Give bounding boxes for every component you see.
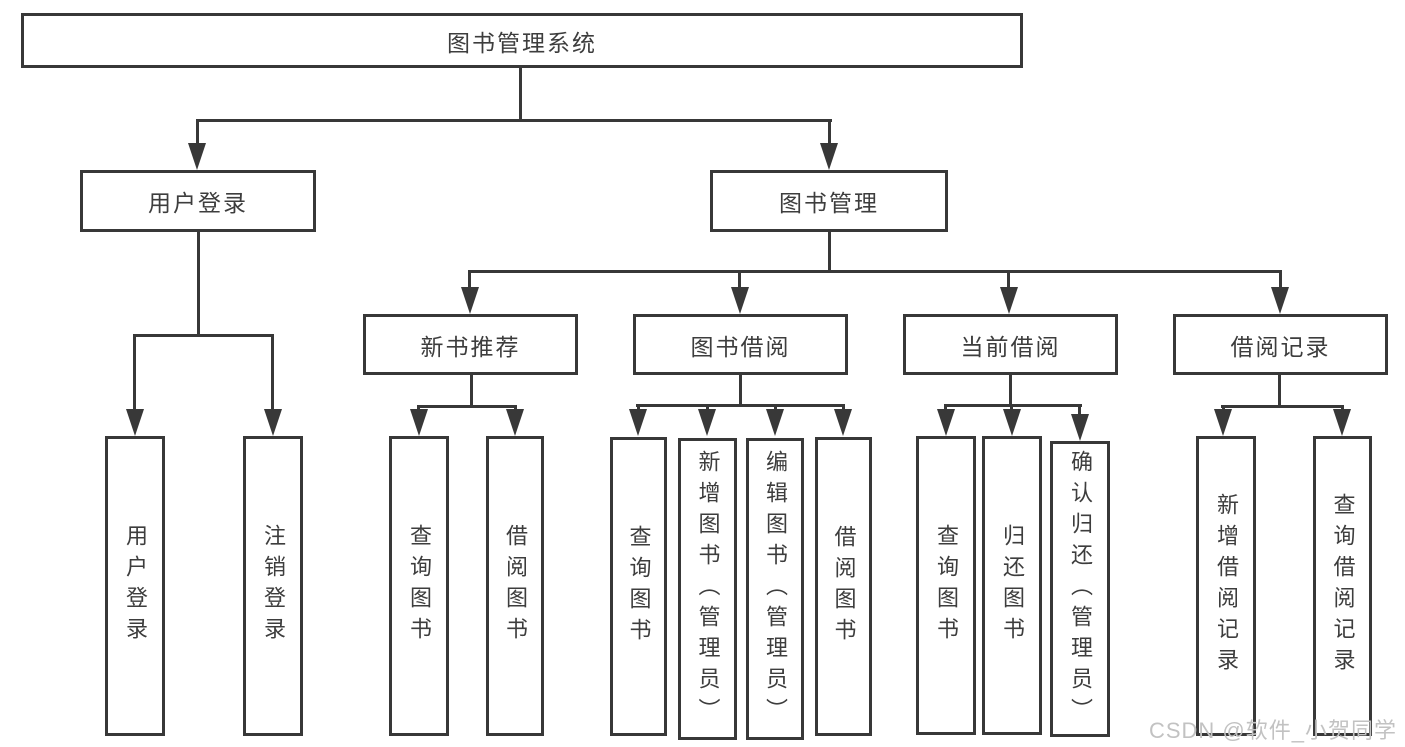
connector-line [271, 334, 274, 411]
connector-line [1010, 404, 1013, 412]
arrow-down-icon [1271, 287, 1289, 314]
connector-line [739, 375, 742, 407]
node-book-borrowing: 图书借阅 [633, 314, 848, 375]
leaf-logout: 注销登录 [243, 436, 303, 736]
leaf-user-login: 用户登录 [105, 436, 165, 736]
arrow-down-icon [1000, 287, 1018, 314]
connector-line [944, 404, 947, 412]
node-user-login: 用户登录 [80, 170, 316, 232]
arrow-down-icon [731, 287, 749, 314]
leaf-query-books-recommend: 查询图书 [389, 436, 449, 736]
connector-line [636, 404, 845, 407]
arrow-down-icon [461, 287, 479, 314]
leaf-add-books-admin: 新增图书（管理员） [678, 438, 737, 740]
leaf-borrow-books-recommend: 借阅图书 [486, 436, 544, 736]
connector-line [197, 232, 200, 337]
connector-line [706, 404, 709, 412]
connector-line [842, 404, 845, 412]
node-new-book-recommend: 新书推荐 [363, 314, 578, 375]
connector-line [637, 404, 640, 412]
connector-line [828, 119, 831, 145]
arrow-down-icon [937, 409, 955, 436]
leaf-return-books: 归还图书 [982, 436, 1042, 735]
arrow-down-icon [834, 409, 852, 436]
connector-line [828, 232, 831, 273]
arrow-down-icon [188, 143, 206, 170]
connector-line [417, 405, 517, 408]
connector-line [133, 334, 136, 411]
leaf-query-books-borrowing: 查询图书 [610, 437, 667, 736]
connector-line [196, 119, 832, 122]
arrow-down-icon [410, 409, 428, 436]
connector-line [1221, 405, 1344, 408]
arrow-down-icon [698, 409, 716, 436]
arrow-down-icon [1214, 409, 1232, 436]
connector-line [774, 404, 777, 412]
connector-line [738, 270, 741, 289]
connector-line [196, 119, 199, 145]
node-current-borrowing: 当前借阅 [903, 314, 1118, 375]
arrow-down-icon [126, 409, 144, 436]
connector-line [519, 68, 522, 122]
leaf-query-books-current: 查询图书 [916, 436, 976, 735]
leaf-edit-books-admin: 编辑图书（管理员） [746, 438, 804, 740]
arrow-down-icon [629, 409, 647, 436]
connector-line [1222, 405, 1225, 412]
arrow-down-icon [1333, 409, 1351, 436]
connector-line [468, 270, 471, 289]
node-root-book-management-system: 图书管理系统 [21, 13, 1023, 68]
leaf-confirm-return-admin: 确认归还（管理员） [1050, 441, 1110, 737]
arrow-down-icon [766, 409, 784, 436]
connector-line [1007, 270, 1010, 289]
arrow-down-icon [506, 409, 524, 436]
csdn-watermark: CSDN @软件_小贺同学 [1148, 718, 1397, 743]
connector-line [1341, 405, 1344, 412]
connector-line [944, 404, 1082, 407]
node-borrowing-records: 借阅记录 [1173, 314, 1388, 375]
arrow-down-icon [1071, 414, 1089, 441]
leaf-add-borrow-record: 新增借阅记录 [1196, 436, 1256, 736]
connector-line [1278, 375, 1281, 408]
connector-line [1279, 270, 1282, 289]
node-book-management: 图书管理 [710, 170, 948, 232]
arrow-down-icon [264, 409, 282, 436]
arrow-down-icon [820, 143, 838, 170]
connector-line [1078, 404, 1081, 416]
connector-line [468, 270, 1282, 273]
arrow-down-icon [1003, 409, 1021, 436]
connector-line [133, 334, 274, 337]
connector-line [470, 375, 473, 408]
leaf-borrow-books-borrowing: 借阅图书 [815, 437, 872, 736]
leaf-query-borrow-record: 查询借阅记录 [1313, 436, 1372, 736]
connector-line [1009, 375, 1012, 407]
